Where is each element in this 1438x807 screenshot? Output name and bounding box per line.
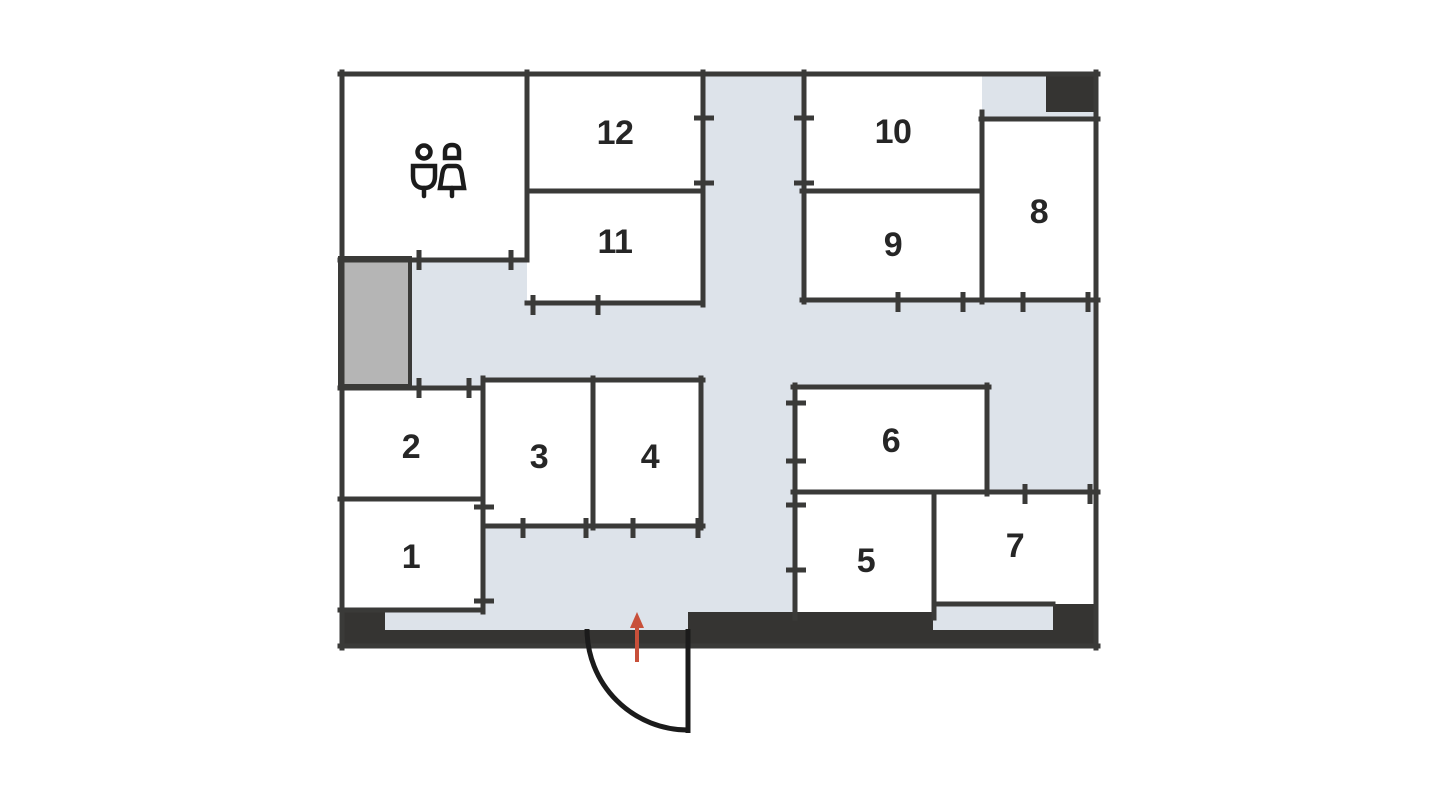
main-entrance (584, 612, 691, 733)
dark-block-top-right (1046, 72, 1098, 112)
restroom-male-head-icon (415, 143, 433, 161)
room-label-11: 11 (598, 223, 633, 261)
room-1-fill (340, 499, 481, 612)
room-label-9: 9 (884, 226, 902, 264)
room-3-fill (483, 378, 593, 528)
room-label-12: 12 (597, 114, 634, 152)
room-6-fill (793, 385, 989, 494)
restroom-female-head-icon (442, 142, 462, 161)
room-5-fill (793, 494, 936, 618)
room-8-fill (981, 121, 1098, 302)
entrance-door-swing-icon (584, 628, 689, 733)
shaded-block (338, 256, 412, 388)
restroom-female-body-icon (437, 163, 467, 191)
room-label-6: 6 (882, 422, 900, 460)
walls (337, 69, 1101, 651)
room-label-5: 5 (857, 542, 875, 580)
room-fills (340, 72, 1098, 618)
room-label-3: 3 (530, 438, 548, 476)
room-label-4: 4 (641, 438, 660, 476)
room-7-fill (936, 494, 1098, 604)
room-label-10: 10 (875, 113, 912, 151)
room-12-fill (527, 72, 703, 190)
door-markers (416, 115, 1093, 604)
restroom-icon (410, 142, 467, 199)
room-11-fill (527, 190, 703, 305)
room-label-2: 2 (402, 428, 420, 466)
room-10-fill (802, 72, 982, 190)
room-7-light-strip (936, 604, 1053, 616)
room-labels: 1 2 3 4 5 6 7 8 9 10 11 12 (402, 113, 1049, 580)
room-9-fill (802, 190, 982, 302)
room-label-7: 7 (1006, 527, 1024, 565)
entrance-direction-arrow-icon (630, 612, 644, 662)
room-label-1: 1 (402, 538, 420, 576)
room-label-8: 8 (1030, 193, 1048, 231)
room-4-fill (593, 378, 703, 528)
room-2-fill (340, 388, 483, 499)
